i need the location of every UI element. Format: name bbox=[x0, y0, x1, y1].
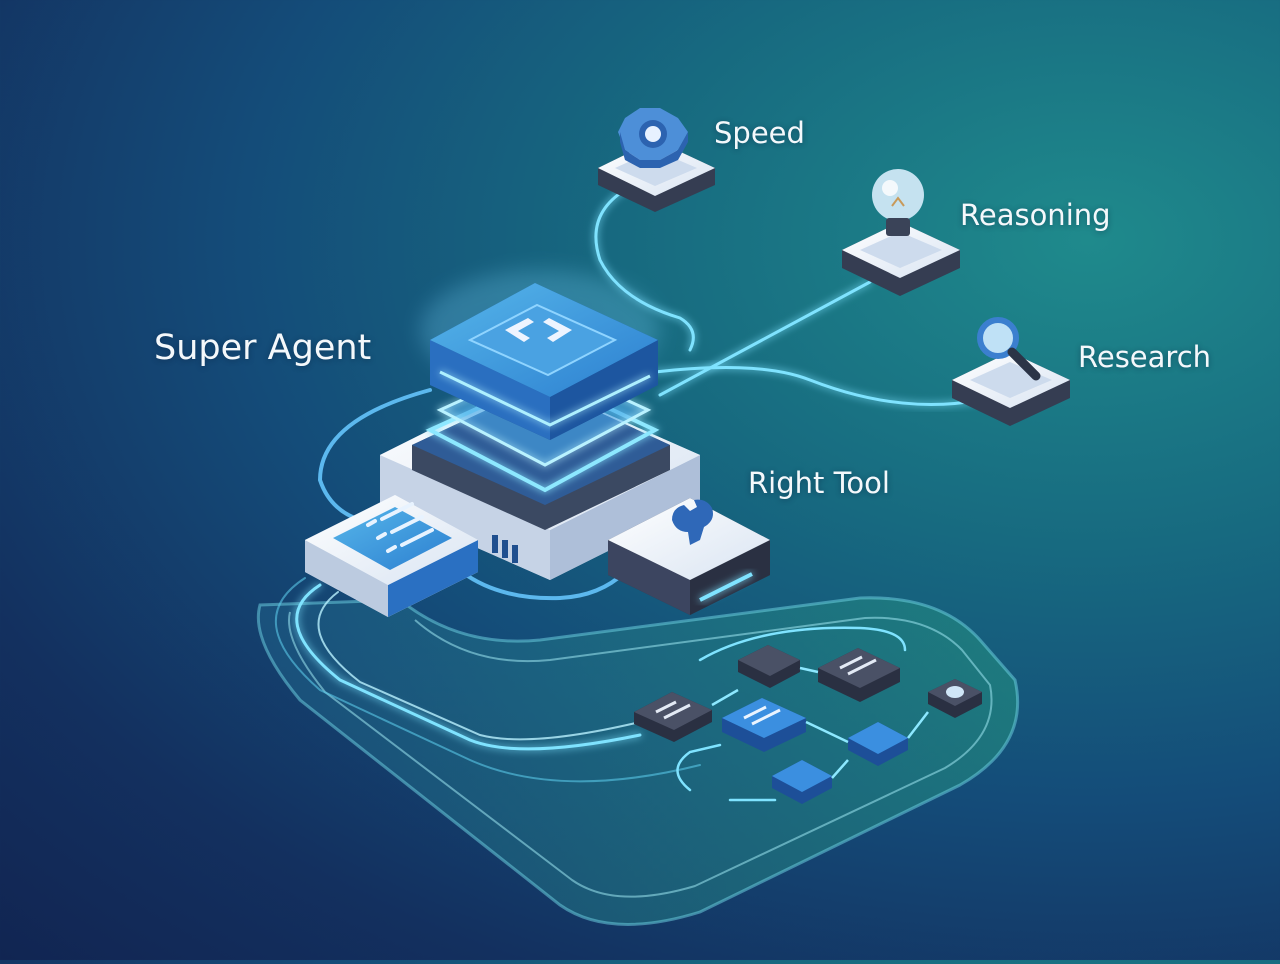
reasoning-label: Reasoning bbox=[960, 198, 1111, 232]
reasoning-module bbox=[842, 222, 960, 296]
workflow-node-3 bbox=[818, 648, 900, 702]
code-brackets-icon bbox=[505, 318, 572, 342]
workflow-node-6 bbox=[848, 722, 908, 766]
lightbulb-icon bbox=[872, 169, 924, 236]
connector-lines bbox=[274, 188, 982, 802]
workflow-node-5 bbox=[928, 679, 982, 718]
workflow-node-2 bbox=[738, 645, 800, 688]
right-tool-label: Right Tool bbox=[748, 466, 890, 500]
magnifier-icon bbox=[977, 317, 1041, 381]
workflow-node-1 bbox=[634, 692, 712, 742]
super-agent-label: Super Agent bbox=[154, 328, 372, 368]
list-icon bbox=[366, 502, 434, 553]
gear-icon bbox=[618, 108, 688, 168]
speed-label: Speed bbox=[714, 116, 805, 150]
workflow-node-4 bbox=[722, 698, 806, 752]
research-label: Research bbox=[1078, 340, 1212, 374]
workflow-node-7 bbox=[772, 760, 832, 804]
super-agent-stack bbox=[380, 270, 700, 580]
vent-slots bbox=[492, 535, 518, 563]
research-module bbox=[952, 352, 1070, 426]
right-tool-module bbox=[608, 498, 770, 615]
list-module bbox=[305, 495, 478, 617]
wrench-icon bbox=[672, 499, 713, 545]
workflow-arrows bbox=[711, 666, 929, 779]
